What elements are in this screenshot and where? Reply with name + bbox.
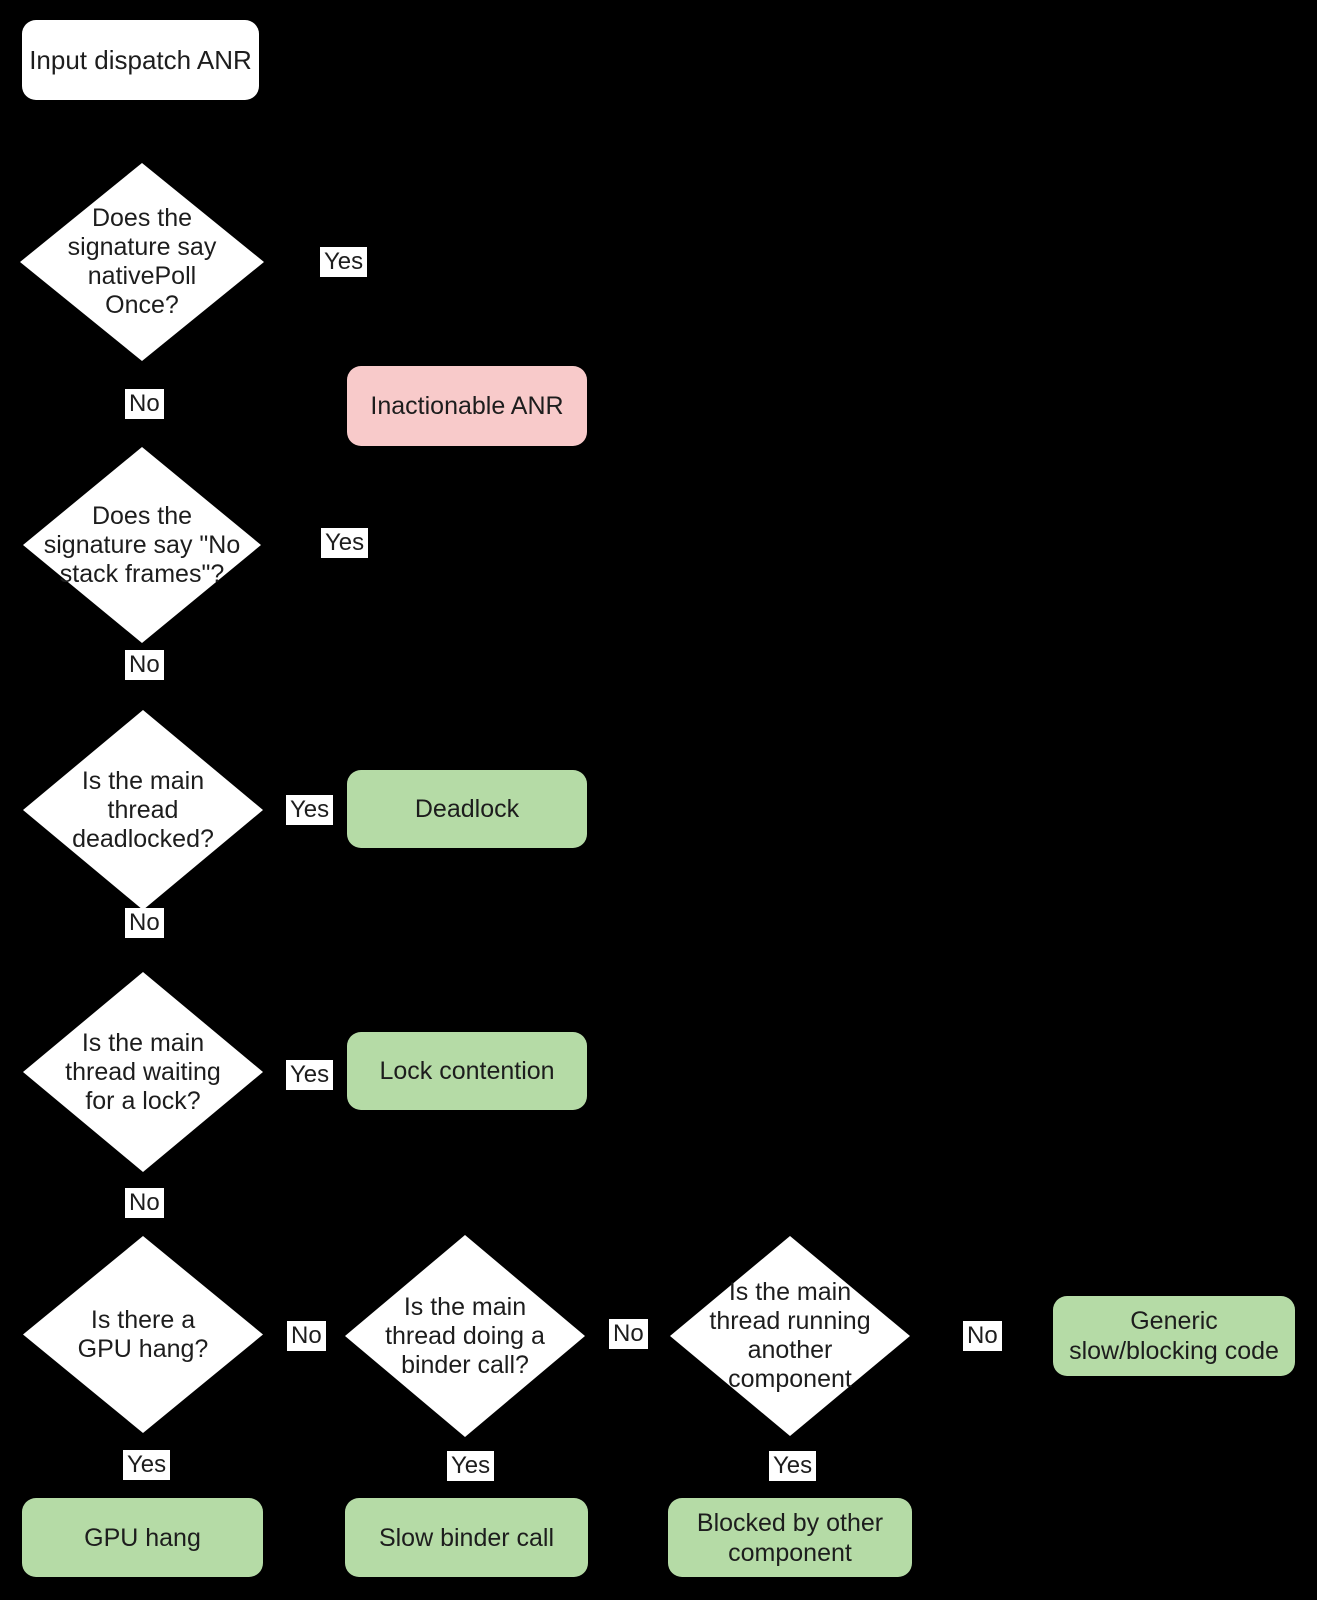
decision-label: Is the main thread waiting for a lock? xyxy=(65,1028,221,1115)
decision-label: Is the main thread running another compo… xyxy=(709,1278,871,1393)
outcome-inactionable-anr: Inactionable ANR xyxy=(347,366,587,446)
outcome-generic-slow-blocking-code: Generic slow/blocking code xyxy=(1053,1296,1295,1376)
decision-gpu-hang: Is there a GPU hang? xyxy=(23,1236,263,1433)
decision-running-another-component: Is the main thread running another compo… xyxy=(670,1236,910,1436)
edge-label-no: No xyxy=(125,389,164,419)
edge-label-yes: Yes xyxy=(447,1451,495,1481)
edge-label-no: No xyxy=(125,908,164,938)
edge-label-yes: Yes xyxy=(321,528,369,558)
outcome-blocked-by-other-component: Blocked by other component xyxy=(668,1498,912,1577)
outcome-slow-binder-call: Slow binder call xyxy=(345,1498,588,1577)
edge-label-no: No xyxy=(125,650,164,680)
decision-signature-no-stack-frames: Does the signature say "No stack frames"… xyxy=(23,447,261,643)
decision-label: Is the main thread doing a binder call? xyxy=(385,1292,545,1379)
decision-label: Is there a GPU hang? xyxy=(77,1305,209,1363)
decision-signature-nativepollonce: Does the signature say nativePoll Once? xyxy=(20,163,264,361)
start-node-input-dispatch-anr: Input dispatch ANR xyxy=(22,20,259,100)
edge-label-no: No xyxy=(609,1319,648,1349)
edge-label-yes: Yes xyxy=(320,247,368,277)
outcome-gpu-hang: GPU hang xyxy=(22,1498,263,1577)
edge-label-yes: Yes xyxy=(123,1450,171,1480)
edge-label-no: No xyxy=(963,1321,1002,1351)
decision-label: Is the main thread deadlocked? xyxy=(72,766,214,853)
decision-main-thread-deadlocked: Is the main thread deadlocked? xyxy=(23,710,263,910)
edge-label-yes: Yes xyxy=(286,795,334,825)
decision-label: Does the signature say "No stack frames"… xyxy=(43,501,241,588)
edge-label-yes: Yes xyxy=(286,1060,334,1090)
outcome-deadlock: Deadlock xyxy=(347,770,587,848)
decision-binder-call: Is the main thread doing a binder call? xyxy=(345,1235,585,1437)
edge-label-no: No xyxy=(287,1321,326,1351)
edge-label-yes: Yes xyxy=(769,1451,817,1481)
decision-label: Does the signature say nativePoll Once? xyxy=(67,204,217,319)
decision-main-thread-waiting-lock: Is the main thread waiting for a lock? xyxy=(23,972,263,1172)
edge-label-no: No xyxy=(125,1188,164,1218)
outcome-lock-contention: Lock contention xyxy=(347,1032,587,1110)
